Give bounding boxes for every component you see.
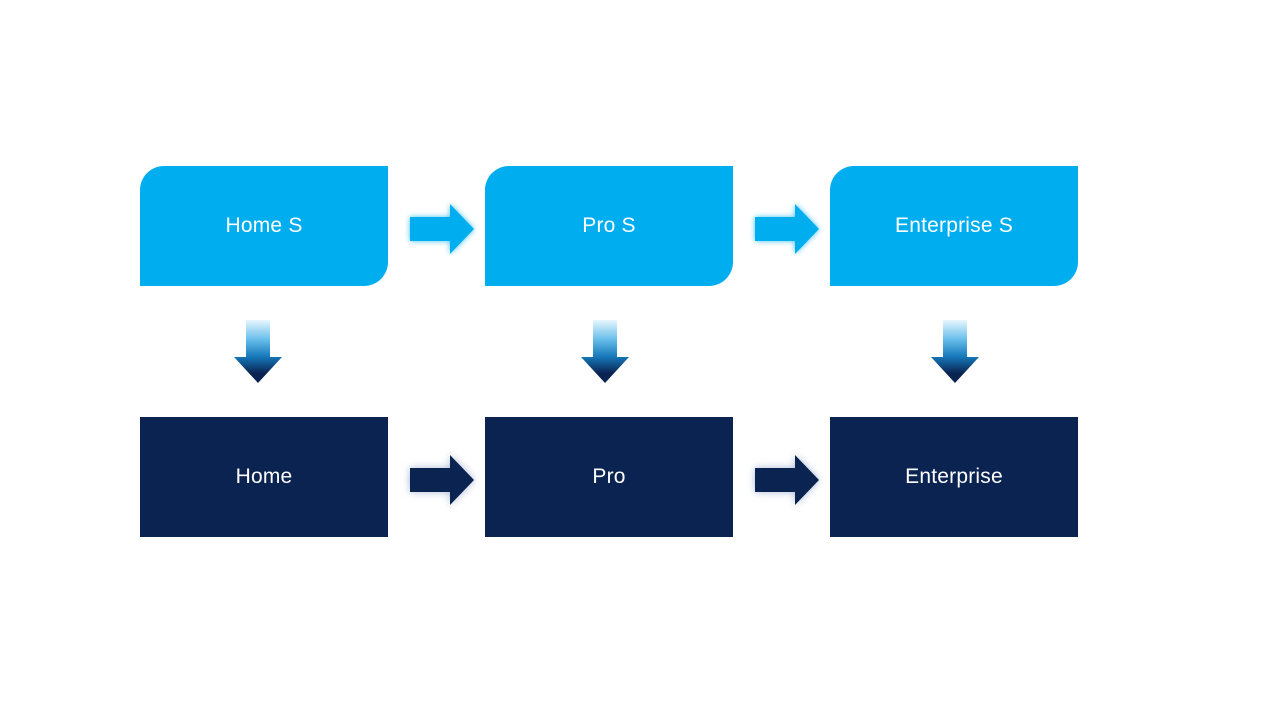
right-arrow-icon xyxy=(410,204,474,254)
right-arrow-icon xyxy=(755,455,819,505)
box-home-s[interactable]: Home S xyxy=(140,166,388,286)
box-home-s-label: Home S xyxy=(225,214,303,237)
box-enterprise[interactable]: Enterprise xyxy=(830,417,1078,537)
box-pro-s[interactable]: Pro S xyxy=(485,166,733,286)
box-home[interactable]: Home xyxy=(140,417,388,537)
box-home-label: Home xyxy=(235,465,293,488)
down-arrow-icon xyxy=(234,320,282,383)
down-arrow-icon xyxy=(581,320,629,383)
box-pro-s-label: Pro S xyxy=(582,214,636,237)
box-pro[interactable]: Pro xyxy=(485,417,733,537)
box-enterprise-s-label: Enterprise S xyxy=(895,214,1013,237)
box-enterprise-label: Enterprise xyxy=(905,465,1003,488)
right-arrow-icon xyxy=(410,455,474,505)
right-arrow-icon xyxy=(755,204,819,254)
box-pro-label: Pro xyxy=(592,465,626,488)
box-enterprise-s[interactable]: Enterprise S xyxy=(830,166,1078,286)
down-arrow-icon xyxy=(931,320,979,383)
